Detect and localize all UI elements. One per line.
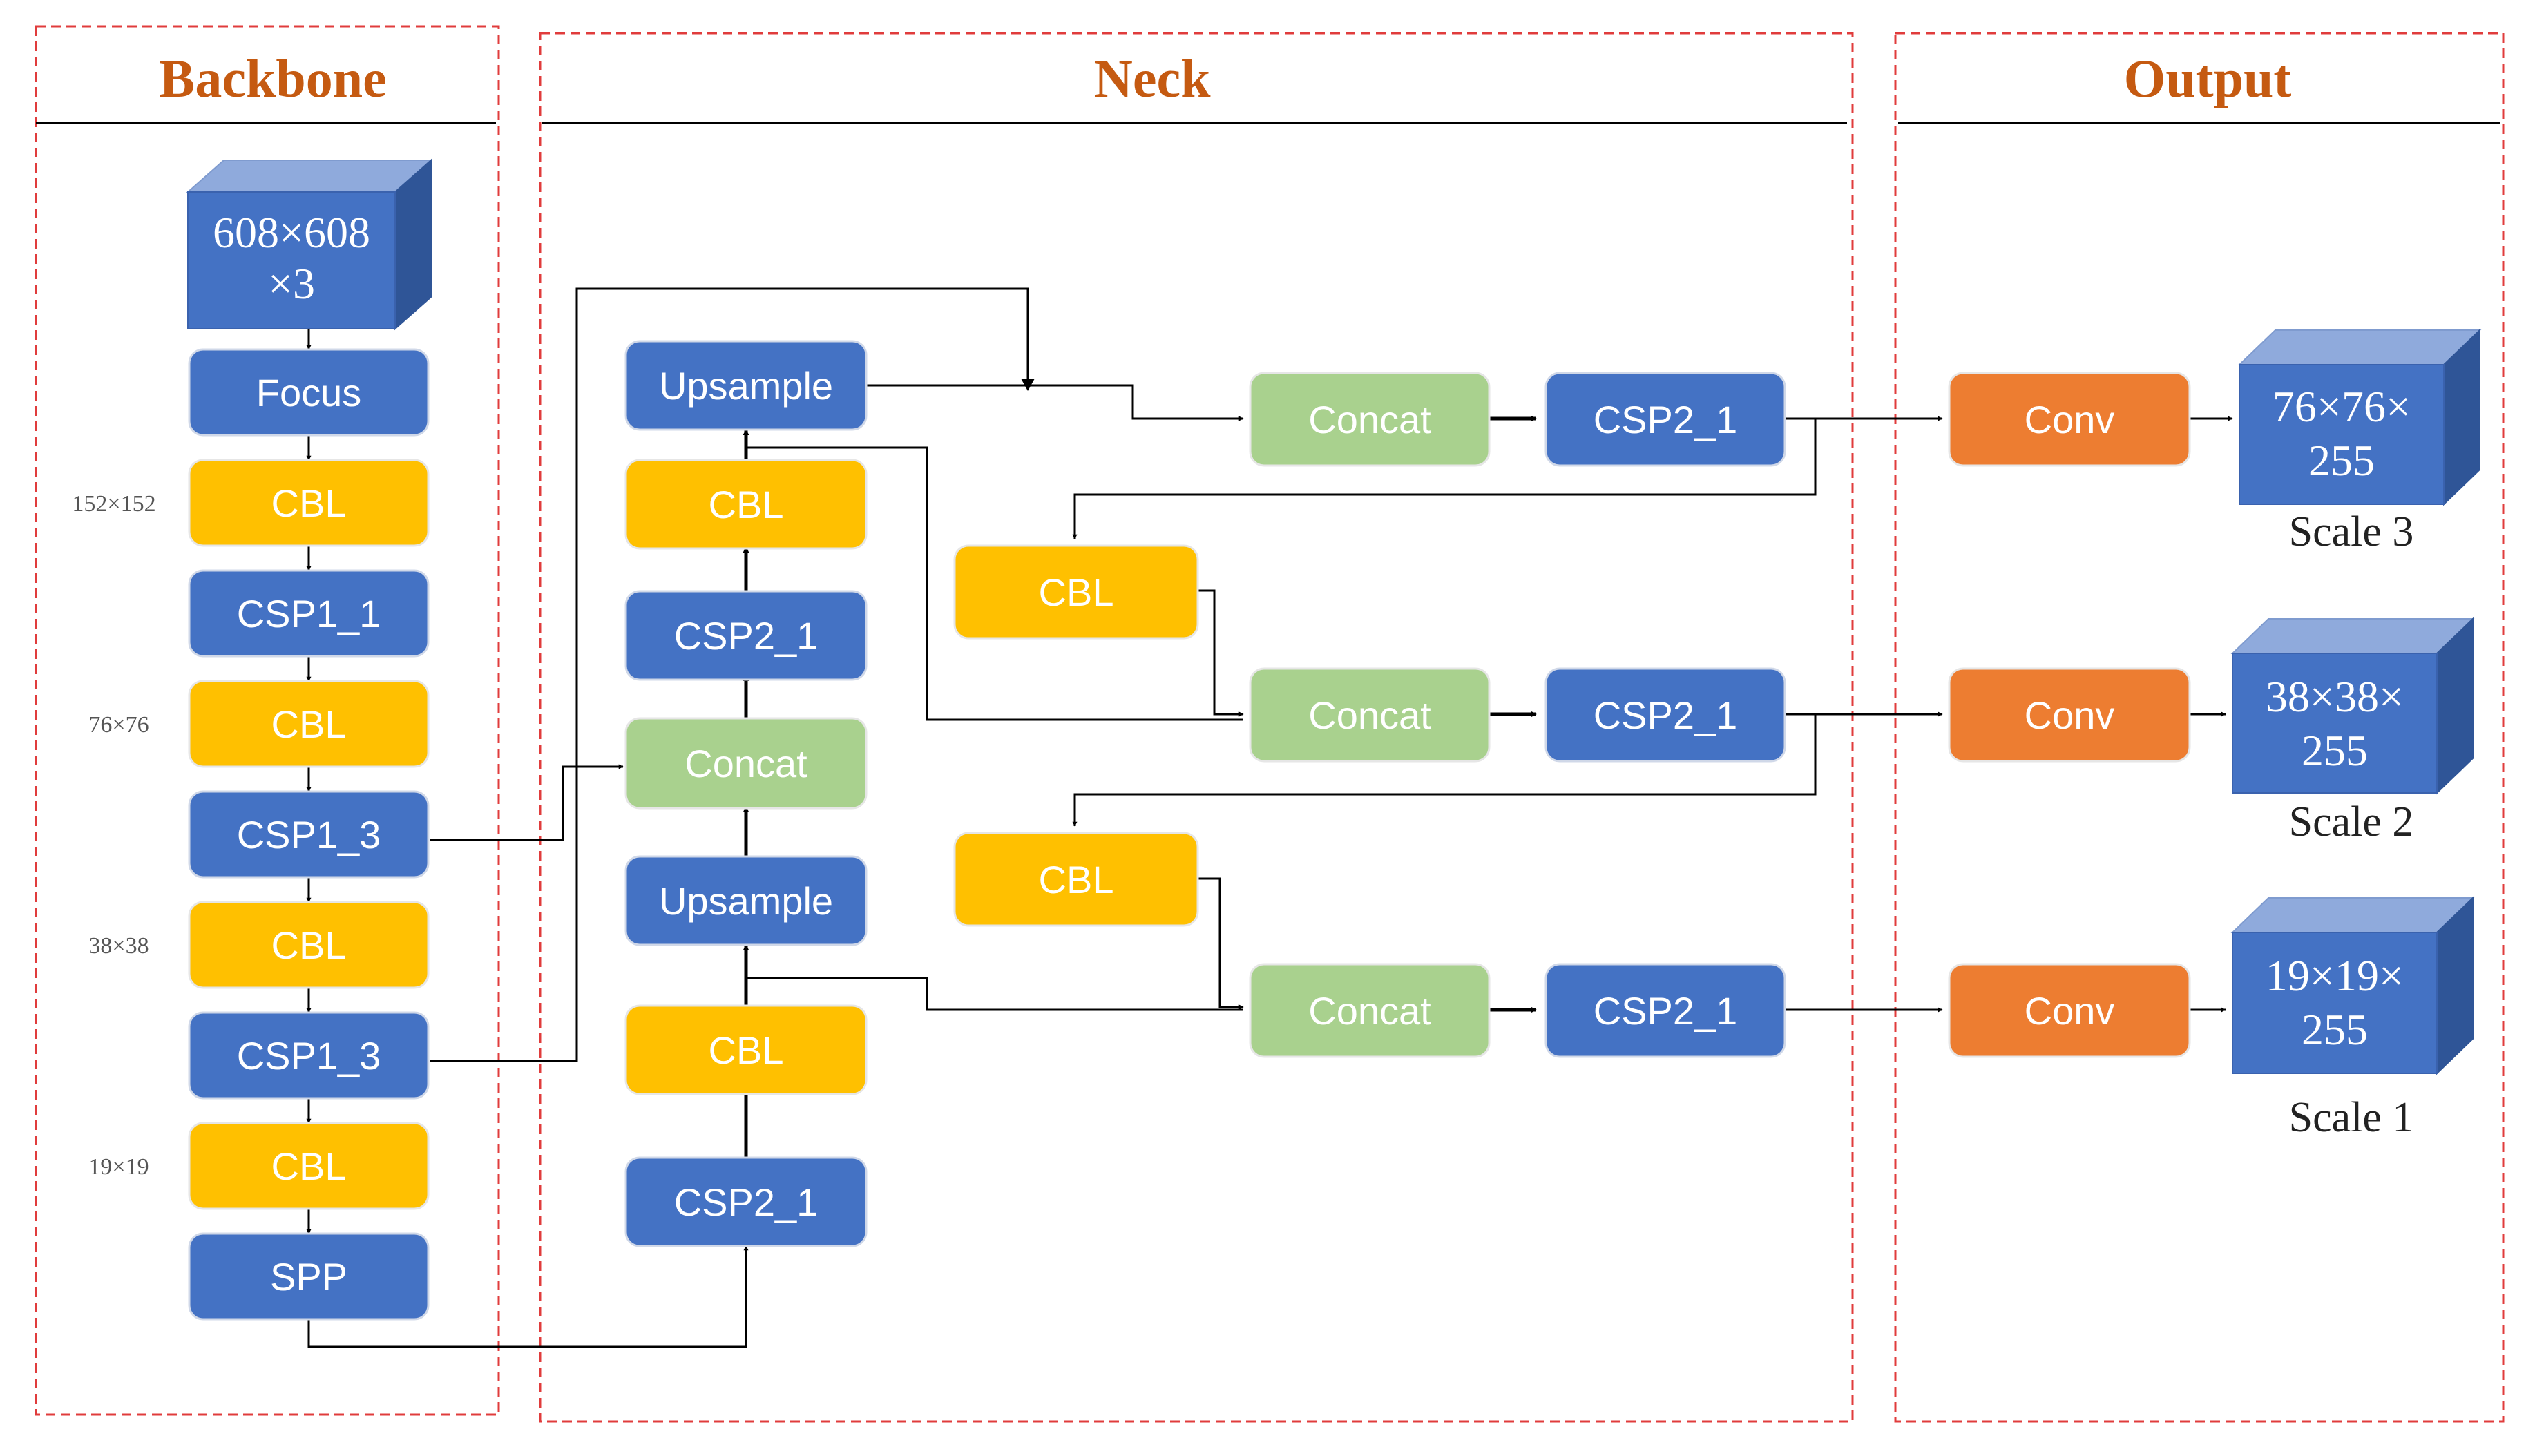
backbone-cbl-4-label: CBL [271, 1144, 347, 1188]
neck-section-frame [539, 32, 1854, 1423]
neck-concat-2-label: Concat [1308, 693, 1431, 737]
output-cube-scale2-line2: 255 [2302, 726, 2368, 775]
output-cube-scale2: 38×38× 255 [2230, 617, 2475, 795]
output-conv-1-label: Conv [2025, 398, 2115, 441]
output-cube-scale1: 19×19× 255 [2230, 896, 2475, 1075]
backbone-cbl-2-label: CBL [271, 702, 347, 746]
output-cube-scale3: 76×76× 255 [2237, 328, 2482, 506]
neck-csp2-1-out3: CSP2_1 [1544, 963, 1786, 1058]
output-cube-scale2-line1: 38×38× [2266, 672, 2404, 721]
scale-2-label: Scale 2 [2289, 798, 2414, 845]
neck-csp2-1-mid-label: CSP2_1 [674, 614, 819, 658]
scale-3-label: Scale 3 [2289, 508, 2414, 555]
output-conv-3-label: Conv [2025, 989, 2115, 1033]
neck-cbl-lower: CBL [624, 1004, 868, 1095]
neck-csp2-1-out1: CSP2_1 [1544, 372, 1786, 467]
neck-csp2-1-out2-label: CSP2_1 [1594, 693, 1738, 737]
neck-cbl-r1: CBL [953, 544, 1199, 640]
output-conv-1: Conv [1948, 372, 2191, 467]
backbone-cbl-1-label: CBL [271, 481, 347, 525]
neck-cbl-upper-label: CBL [709, 483, 784, 526]
resolution-label-152: 152×152 [72, 491, 155, 517]
output-title: Output [2124, 48, 2292, 108]
output-cube-scale3-line2: 255 [2308, 436, 2375, 485]
backbone-cbl-3: CBL [188, 901, 430, 989]
neck-cbl-upper: CBL [624, 459, 868, 550]
output-cube-scale3-line1: 76×76× [2273, 382, 2411, 431]
connectors [306, 287, 2233, 1348]
focus-label: Focus [256, 371, 362, 414]
neck-concat-3: Concat [1249, 963, 1491, 1058]
output-conv-2: Conv [1948, 667, 2191, 763]
neck-concat-2: Concat [1249, 667, 1491, 763]
neck-upsample-lower-label: Upsample [659, 879, 833, 923]
neck-concat-1: Concat [1249, 372, 1491, 467]
neck-csp2-1-mid: CSP2_1 [624, 590, 868, 681]
neck-concat-mid-label: Concat [685, 742, 807, 785]
neck-concat-3-label: Concat [1308, 989, 1431, 1033]
neck-csp2-1-bottom: CSP2_1 [624, 1156, 868, 1247]
resolution-label-19: 19×19 [88, 1154, 149, 1180]
backbone-cbl-1: CBL [188, 459, 430, 547]
neck-csp2-1-out3-label: CSP2_1 [1594, 989, 1738, 1033]
input-size-line2: ×3 [268, 259, 315, 308]
csp1-3-b-label: CSP1_3 [237, 1034, 381, 1077]
neck-upsample-upper: Upsample [624, 340, 868, 431]
output-section-frame [1894, 32, 2505, 1423]
output-cube-scale1-line2: 255 [2302, 1005, 2368, 1054]
backbone-title: Backbone [159, 48, 386, 108]
backbone-cbl-3-label: CBL [271, 923, 347, 967]
spp-label: SPP [270, 1255, 347, 1299]
resolution-label-38: 38×38 [88, 933, 149, 959]
spp-block: SPP [188, 1232, 430, 1321]
neck-upsample-lower: Upsample [624, 855, 868, 946]
backbone-section-frame [35, 25, 500, 1416]
output-conv-2-label: Conv [2025, 693, 2115, 737]
neck-cbl-r1-label: CBL [1039, 571, 1114, 614]
csp1-3-a-label: CSP1_3 [237, 813, 381, 856]
input-size-line1: 608×608 [213, 208, 370, 257]
backbone-cbl-4: CBL [188, 1122, 430, 1210]
neck-cbl-r2-label: CBL [1039, 858, 1114, 901]
output-conv-3: Conv [1948, 963, 2191, 1058]
neck-concat-mid: Concat [624, 717, 868, 810]
csp1-1-block: CSP1_1 [188, 569, 430, 658]
backbone-cbl-2: CBL [188, 680, 430, 768]
output-cube-scale1-line1: 19×19× [2266, 951, 2404, 1000]
csp1-3-block-b: CSP1_3 [188, 1011, 430, 1100]
csp1-3-block-a: CSP1_3 [188, 790, 430, 879]
neck-upsample-upper-label: Upsample [659, 364, 833, 408]
neck-cbl-r2: CBL [953, 832, 1199, 927]
neck-concat-1-label: Concat [1308, 398, 1431, 441]
focus-block: Focus [188, 348, 430, 437]
input-tensor-cube: 608×608 ×3 [186, 158, 433, 331]
scale-1-label: Scale 1 [2289, 1094, 2414, 1141]
neck-title: Neck [1094, 48, 1212, 108]
resolution-label-76: 76×76 [88, 712, 149, 738]
concat-to-csp-arrows [1489, 415, 1537, 1013]
neck-cbl-lower-label: CBL [709, 1028, 784, 1072]
neck-csp2-1-bottom-label: CSP2_1 [674, 1180, 819, 1224]
csp1-1-label: CSP1_1 [237, 592, 381, 635]
neck-csp2-1-out2: CSP2_1 [1544, 667, 1786, 763]
neck-csp2-1-out1-label: CSP2_1 [1594, 398, 1738, 441]
